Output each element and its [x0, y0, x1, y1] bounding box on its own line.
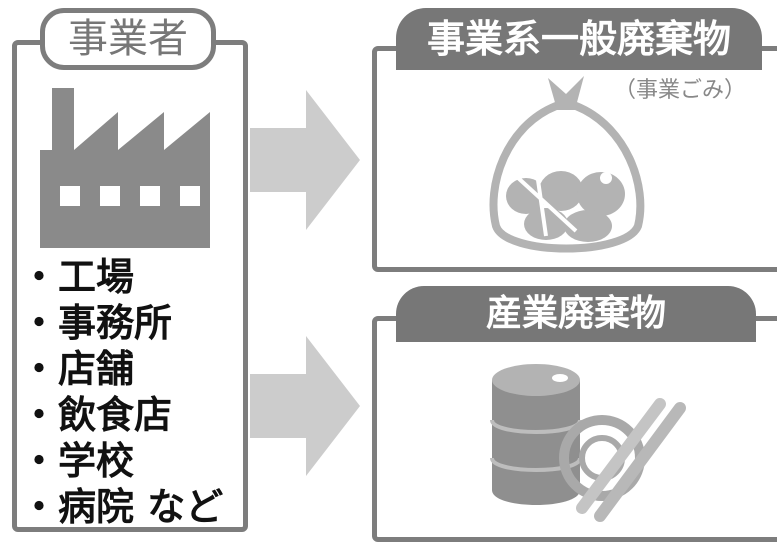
arrow-right-icon: [250, 336, 360, 476]
arrow-right-icon: [250, 90, 360, 230]
list-item: 事務所: [20, 300, 223, 346]
business-title: 事業者: [40, 8, 216, 70]
list-item: 学校: [20, 438, 223, 484]
factory-icon: [40, 88, 210, 248]
list-item: 店舗: [20, 346, 223, 392]
list-item: 工場: [20, 254, 223, 300]
list-item: 病院 など: [20, 484, 223, 530]
general-waste-title: 事業系一般廃棄物: [396, 8, 762, 70]
fluorescent-tube-icon: [559, 398, 686, 522]
business-type-list: 工場 事務所 店舗 飲食店 学校 病院 など: [20, 254, 223, 530]
oil-drum-icon: [490, 364, 582, 505]
industrial-waste-title: 産業廃棄物: [396, 286, 756, 342]
general-waste-subtitle: （事業ごみ）: [614, 78, 747, 103]
list-item: 飲食店: [20, 392, 223, 438]
garbage-bag-icon: [489, 76, 645, 253]
